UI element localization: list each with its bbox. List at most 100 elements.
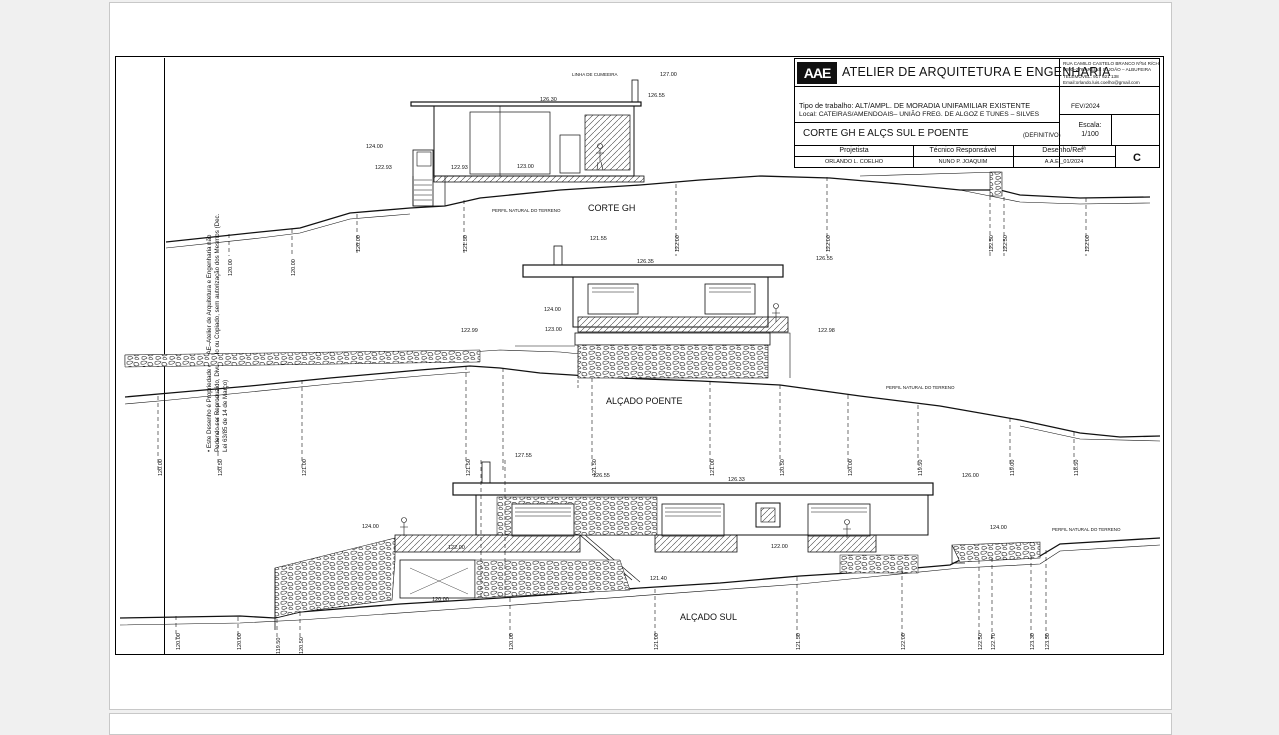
level-label: 126.30 [540,97,557,103]
corte-gh-tick: 122.00 [675,235,681,252]
revision-stamp: C [1133,152,1141,164]
address-line: Email:orlando.luis.coelho@gmail.com [1063,80,1140,86]
corte-gh-tick: 120.00 [228,259,234,276]
architectural-drawing: 120.00 120.00 120.00 121.50 122.00 122.0… [119,72,1161,654]
firm-address: RUA CAMILO CASTELO BRANCO Nº54 R/CHÃO 82… [1063,61,1159,87]
corte-gh-tick-labels: 120.00 120.00 120.00 121.50 122.00 122.0… [228,235,1091,276]
address-line: 8200–276 AREIAS S. JOÃO – ALBUFEIRA [1063,67,1152,73]
poente-tick: 121.50 [592,459,598,476]
sul-tick: 119.50 [276,638,282,654]
corte-gh-tick: 120.00 [356,235,362,252]
status-label: (DEFINITIVO) [1023,133,1061,139]
poente-view-title: ALÇADO POENTE [606,396,683,406]
sul-tick: 122.70 [991,633,997,650]
title-block: AAE ATELIER DE ARQUITETURA E ENGENHARIA … [794,58,1160,168]
poente-stone-wall [124,349,481,368]
firm-logo: AAE [797,62,837,84]
title-block-divider [1013,145,1014,167]
poente-tick: 120.50 [780,459,786,476]
title-block-divider [795,86,1059,87]
sul-tick: 120.00 [509,633,515,650]
level-label: 126.55 [593,473,610,479]
sul-roof [452,482,934,496]
poente-tick: 119.50 [918,460,924,476]
level-label: 126.33 [728,477,745,483]
level-label: 127.00 [660,72,677,78]
tecnico-header: Técnico Responsável [929,147,997,154]
level-label: 124.00 [544,307,561,313]
level-label: 124.00 [366,144,383,150]
title-block-divider [1059,86,1159,87]
cumeeira-label: LINHA DE CUMEEIRA [572,72,618,77]
level-label: 124.00 [362,524,379,530]
corte-gh-tick: 120.00 [291,259,297,276]
poente-level-labels: 121.55 126.35 126.55 124.00 122.99 123.0… [461,236,955,390]
sul-tick: 122.00 [901,633,907,650]
sul-view-title: ALÇADO SUL [680,612,737,622]
title-block-divider [913,145,914,167]
level-label: 124.00 [990,525,1007,531]
projetista-header: Projetista [839,147,869,154]
sul-tick: 123.30 [1030,633,1036,650]
work-type: Tipo de trabalho: ALT/AMPL. DE MORADIA U… [799,101,1031,110]
date: FEV/2024 [1071,103,1100,110]
corte-gh [165,79,1151,256]
poente-tick: 120.50 [218,459,224,476]
poente-roof [522,264,784,278]
alcado-sul [119,460,1161,640]
poente-tick: 120.00 [158,459,164,476]
level-label: 122.98 [818,328,835,334]
corte-gh-tick: 122.00 [1085,235,1091,252]
sul-tick: 120.00 [237,633,243,650]
sul-level-labels: 127.55 126.55 126.33 126.00 124.00 122.0… [362,453,1121,603]
poente-tick: 120.00 [848,459,854,476]
level-label: 126.35 [637,259,654,265]
sul-terrain-label: PERFIL NATURAL DO TERRENO [1052,527,1121,532]
level-label: 122.00 [771,544,788,550]
sul-tick: 122.50 [978,633,984,650]
address-line: TELEMÓVEL: 917 621 138 [1063,73,1119,79]
corte-gh-tick: 122.50 [1003,235,1009,252]
corte-gh-view-title: CORTE GH [588,203,635,213]
firm-name: ATELIER DE ARQUITETURA E ENGENHARIA [842,65,1111,79]
title-block-divider [795,156,1115,157]
corte-gh-tick: 121.50 [463,235,469,252]
scale-value: 1/100 [1081,131,1099,138]
location: Local: CATEIRAS/AMENDOAIS– UNIÃO FREG. D… [799,111,1040,118]
sul-right-stone-wall [951,541,1041,563]
level-label: 120.00 [432,597,449,603]
sul-tick: 121.50 [796,633,802,650]
level-label: 122.99 [461,328,478,334]
level-label: 126.00 [962,473,979,479]
corte-gh-roof [410,101,642,107]
sul-tick: 123.50 [1045,633,1051,650]
projetista-value: ORLANDO L. COELHO [824,159,884,165]
title-block-divider [795,122,1059,123]
corte-gh-terrain [165,175,1151,243]
sul-balcony-railing [394,534,581,553]
sul-tick: 120.00 [176,633,182,650]
title-block-divider [1111,114,1112,145]
poente-tick-labels: 120.00 120.50 121.00 121.50 121.50 121.0… [158,459,1080,476]
scale: Escala: 1/100 [1075,121,1105,139]
level-label: 121.55 [590,236,607,242]
title-block-divider [1059,59,1060,167]
poente-tick: 118.50 [1074,460,1080,476]
level-label: 121.40 [650,576,667,582]
sul-tick: 120.50 [299,637,305,654]
alcado-poente [124,245,1161,470]
poente-tick: 121.00 [302,459,308,476]
level-label: 126.55 [816,256,833,262]
desenho-value: A.A.E._01/2024 [1044,159,1084,165]
corte-gh-terrain-label: PERFIL NATURAL DO TERRENO [492,208,561,213]
poente-tick: 119.00 [1010,460,1016,476]
drawing-frame [115,56,1164,655]
level-label: 126.55 [648,93,665,99]
sul-tick-labels: 120.00 120.00 119.50 120.50 120.00 121.0… [176,633,1051,654]
corte-gh-tick: 122.50 [989,235,995,252]
address-line: RUA CAMILO CASTELO BRANCO Nº54 R/CHÃO [1063,61,1159,66]
desenho-header: Desenho/Refª [1042,147,1086,154]
poente-railing [577,316,789,333]
title-block-divider [1115,145,1116,167]
poente-tick: 121.00 [710,459,716,476]
